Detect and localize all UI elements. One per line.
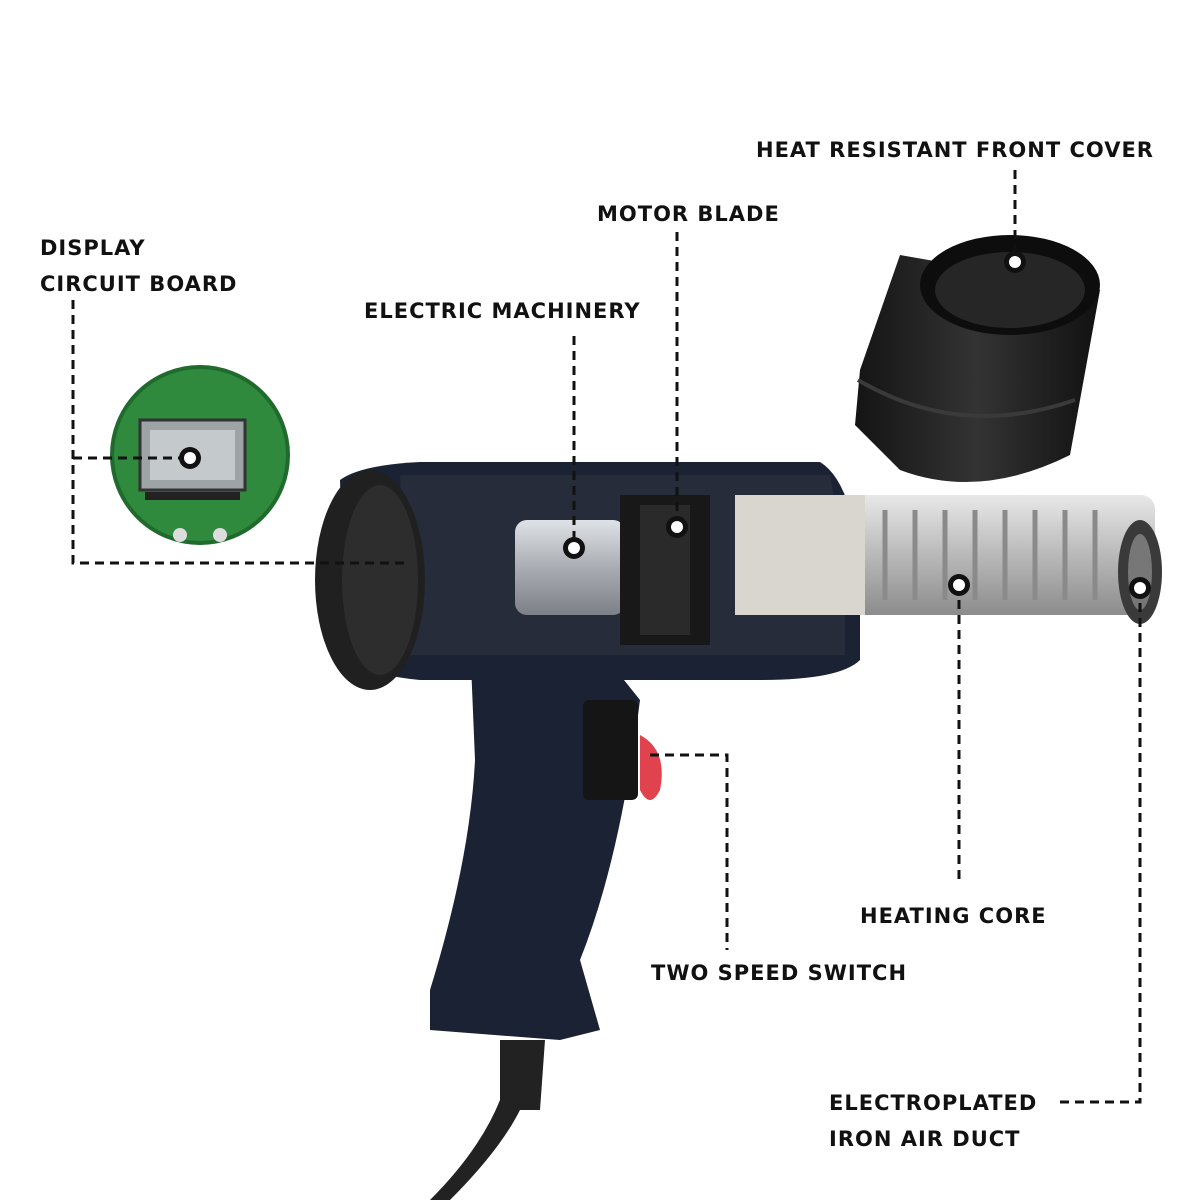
leader-lines: [71, 170, 1142, 1104]
marker-motor-blade-center: [671, 521, 683, 533]
label-display-circuit-board: DISPLAY CIRCUIT BOARD: [40, 230, 237, 302]
label-motor-blade: MOTOR BLADE: [597, 202, 780, 226]
label-electroplated-iron-air-duct: ELECTROPLATED IRON AIR DUCT: [829, 1085, 1037, 1157]
label-display-line2: CIRCUIT BOARD: [40, 272, 238, 296]
marker-air-duct-center: [1134, 582, 1146, 594]
label-display-line1: DISPLAY: [40, 236, 146, 260]
label-air-duct-line1: ELECTROPLATED: [829, 1091, 1038, 1115]
marker-heating-core-center: [953, 579, 965, 591]
label-two-speed-switch: TWO SPEED SWITCH: [651, 961, 908, 985]
label-electric-machinery: ELECTRIC MACHINERY: [364, 299, 641, 323]
marker-electric-machinery-center: [568, 542, 580, 554]
marker-front-cover-center: [1009, 256, 1021, 268]
marker-display-circuit-board-center: [184, 452, 196, 464]
heating-core-image: [735, 495, 1162, 624]
label-heating-core: HEATING CORE: [860, 904, 1047, 928]
gun-body: [315, 462, 860, 1200]
motor-image: [515, 495, 710, 645]
front-cover: [855, 235, 1100, 482]
label-air-duct-line2: IRON AIR DUCT: [829, 1127, 1021, 1151]
callout-dots: [179, 251, 1151, 599]
label-heat-resistant-front-cover: HEAT RESISTANT FRONT COVER: [756, 138, 1154, 162]
